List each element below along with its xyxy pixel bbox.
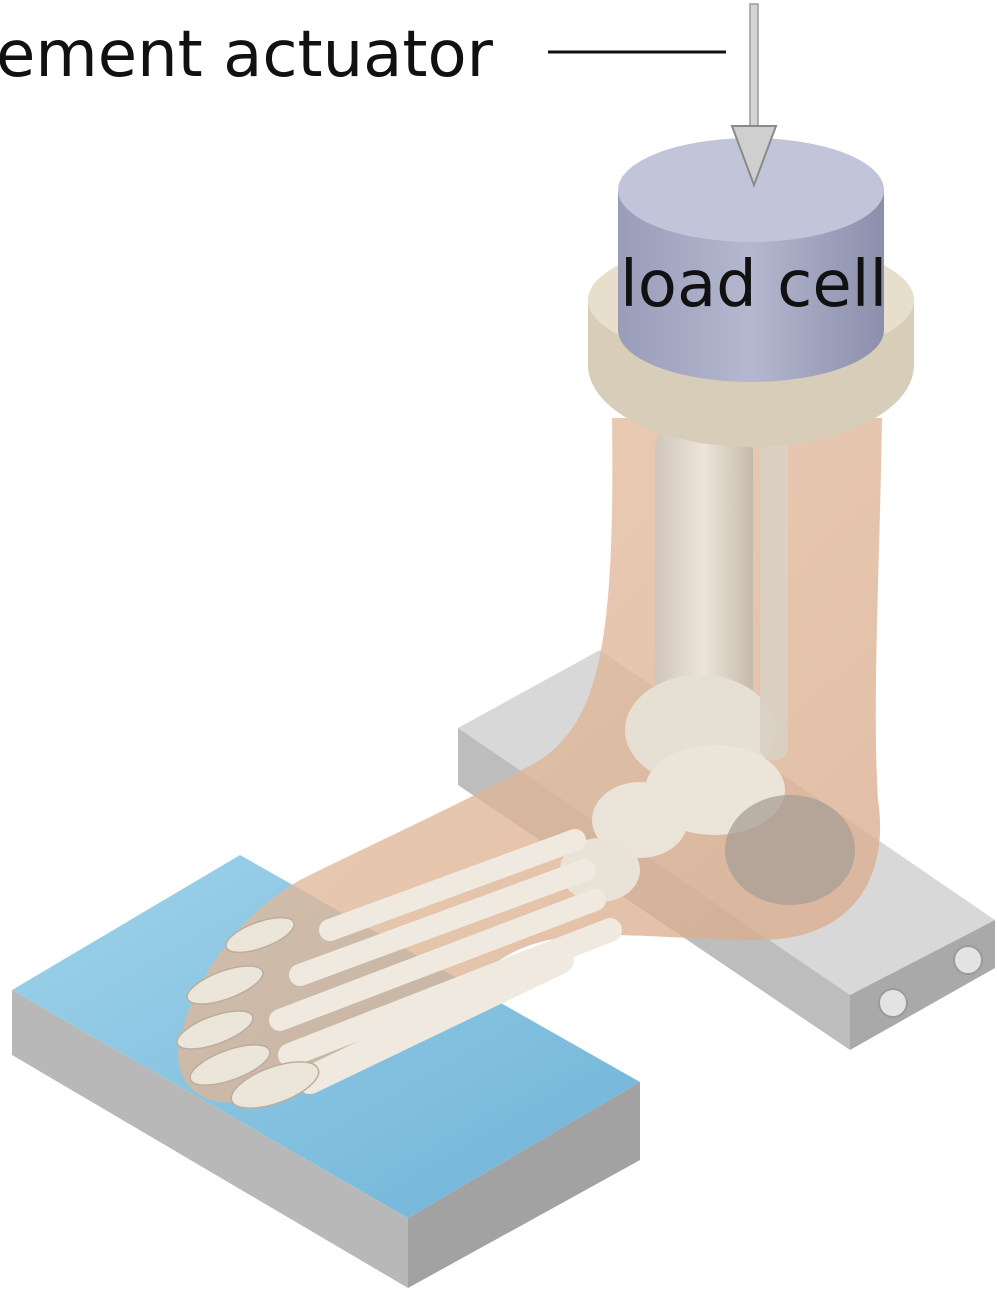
roller-wheel [954, 946, 982, 974]
load-cell-label: load cell [620, 248, 887, 322]
roller-wheel [879, 989, 907, 1017]
fibula-bone [760, 420, 788, 760]
actuator-label: ement actuator [0, 18, 494, 92]
